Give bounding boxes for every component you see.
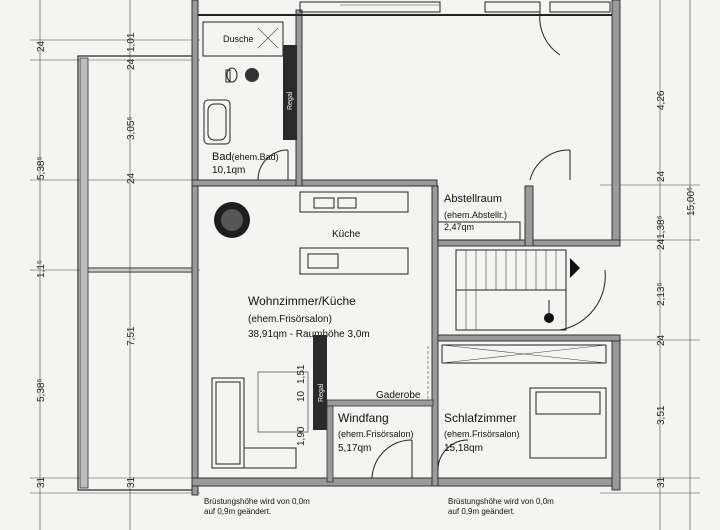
living-furniture: Regal [211, 335, 327, 469]
wardrobe-label: Gaderobe [376, 390, 421, 401]
dim-538a: 5,38⁵ [36, 156, 47, 180]
entrance-title: Windfang [338, 411, 389, 425]
regal-label-top: Regal [287, 91, 294, 110]
dim-24-mid: 24 [126, 58, 137, 70]
note-right-line1: Brüstungshöhe wird von 0,0m [448, 497, 554, 506]
entrance-area [326, 346, 434, 483]
dim-31r: 31 [656, 476, 667, 488]
dim-190: 1,90 [296, 426, 307, 446]
note-left-line1: Brüstungshöhe wird von 0,0m [204, 497, 310, 506]
dim-15: 15,00⁵ [686, 187, 697, 216]
dim-213: 2,13⁵ [656, 282, 667, 306]
dim-24-r1: 24 [656, 170, 667, 182]
bedroom-former: (ehem.Frisörsalon) [444, 429, 520, 439]
dim-305: 3,05⁵ [126, 116, 137, 140]
note-left-line2: auf 0,9m geändert. [204, 507, 271, 516]
left-terrace [77, 55, 197, 491]
regal-label-mid: Regal [318, 383, 325, 402]
bedroom-area: 15,18qm [444, 443, 483, 454]
bathroom-fixtures: Regal [203, 45, 297, 181]
staircase [455, 249, 606, 331]
shower-room: Dusche [202, 21, 284, 57]
dim-24-r2: 24 [656, 334, 667, 346]
note-right-line2: auf 0,9m geändert. [448, 507, 515, 516]
dim-351: 3,51 [656, 405, 667, 425]
dim-151: 1,51 [296, 364, 307, 384]
dim-241: 241,38⁵ [656, 215, 667, 250]
storage-area: 2,47qm [444, 222, 474, 232]
dim-115: 1,1⁵ [36, 260, 47, 278]
top-walls [198, 1, 612, 181]
dim-31a: 31 [36, 476, 47, 488]
bath-title: Bad(ehem.Bad) [212, 151, 279, 163]
dimension-texts: 24 1,01 24 5,38⁵ 3,05⁵ 24 1,1⁵ 7,51 5,38… [36, 32, 697, 488]
storage-title: Abstellraum [444, 193, 502, 205]
bedroom-furniture [437, 344, 607, 471]
kitchen-fixtures [214, 191, 409, 275]
dim-24-left: 24 [126, 172, 137, 184]
storage-former: (ehem.Abstellr.) [444, 210, 507, 220]
dim-751: 7,51 [126, 326, 137, 346]
dim-24-top: 24 [36, 40, 47, 52]
storage-room [437, 186, 521, 241]
bath-area: 10,1qm [212, 165, 245, 176]
living-area: 38,91qm - Raumhöhe 3,0m [248, 329, 370, 340]
entrance-area-value: 5,17qm [338, 443, 371, 454]
living-former: (ehem.Frisörsalon) [248, 314, 332, 325]
living-title: Wohnzimmer/Küche [248, 294, 356, 308]
shower-label: Dusche [223, 34, 254, 44]
kitchen-label: Küche [332, 229, 361, 240]
plant-icon [245, 68, 259, 82]
dim-10: 10 [296, 390, 307, 402]
entrance-former: (ehem.Frisörsalon) [338, 429, 414, 439]
dim-101: 1,01 [126, 32, 137, 52]
dim-538b: 5,38⁵ [36, 378, 47, 402]
dim-31b: 31 [126, 476, 137, 488]
bedroom-title: Schlafzimmer [444, 411, 517, 425]
outer-walls [191, 0, 621, 496]
dim-426: 4,26 [656, 90, 667, 110]
